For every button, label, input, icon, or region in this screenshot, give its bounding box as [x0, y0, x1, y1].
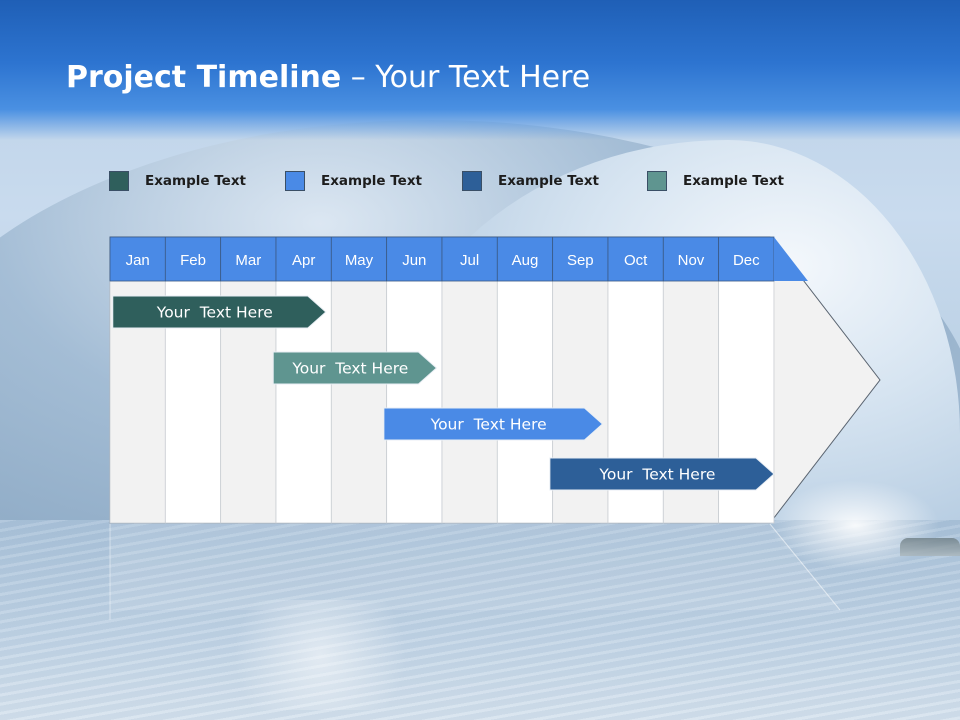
task-bar [549, 457, 775, 491]
task-bar [383, 407, 604, 441]
month-column [441, 280, 498, 524]
title-rest: – Your Text Here [341, 60, 591, 95]
task-bar [272, 351, 438, 385]
legend-label: Example Text [321, 173, 422, 189]
task-bar [112, 295, 327, 329]
month-column [330, 280, 388, 524]
month-label: Jan [126, 252, 150, 269]
task-bar-label: Your Text Here [291, 360, 408, 378]
month-column [386, 280, 443, 524]
legend-label: Example Text [145, 173, 246, 189]
legend-item-1: Example Text [109, 170, 246, 192]
month-header-cell [164, 236, 222, 282]
month-column [496, 280, 554, 524]
month-header-cell [220, 236, 277, 282]
legend-swatch [285, 171, 305, 191]
month-label: Mar [235, 252, 261, 269]
month-label: May [345, 252, 374, 269]
month-header-cell [552, 236, 609, 282]
reflection-edge [769, 523, 841, 611]
legend-swatch [462, 171, 482, 191]
month-header-row: Jan Feb Mar Apr May Jun Jul Aug Sep Oct Nov Dec [109, 236, 808, 282]
title-bold: Project Timeline [66, 60, 342, 95]
month-label: Feb [180, 252, 206, 269]
month-header-cell [718, 236, 775, 282]
month-header-cell [275, 236, 332, 282]
month-label: Sep [567, 252, 594, 269]
task-bar-label: Your Text Here [430, 416, 547, 434]
arrow-header-tip [773, 237, 808, 281]
arrow-reflection [110, 524, 840, 610]
legend-item-3: Example Text [462, 170, 599, 192]
legend-swatch [109, 171, 129, 191]
month-columns [109, 280, 775, 524]
title-band [0, 0, 960, 140]
month-header-cell [496, 236, 554, 282]
legend-item-2: Example Text [285, 170, 422, 192]
month-header-cell [441, 236, 498, 282]
month-header-cell [330, 236, 388, 282]
month-label: Oct [624, 252, 648, 269]
legend-label: Example Text [498, 173, 599, 189]
month-header-cell [386, 236, 443, 282]
legend-swatch [647, 171, 667, 191]
distant-shore [900, 538, 960, 556]
legend-item-4: Example Text [647, 170, 784, 192]
month-label: Jun [402, 252, 426, 269]
month-label: Nov [678, 252, 705, 269]
water-sparkle [210, 600, 430, 710]
month-label: Jul [460, 252, 479, 269]
task-bar-label: Your Text Here [598, 466, 715, 484]
month-label: Apr [292, 252, 315, 269]
legend-label: Example Text [683, 173, 784, 189]
month-label: Dec [733, 252, 760, 269]
task-bar-label: Your Text Here [156, 304, 273, 322]
month-label: Aug [512, 252, 539, 269]
slide-title: Project Timeline – Your Text Here [66, 60, 590, 95]
